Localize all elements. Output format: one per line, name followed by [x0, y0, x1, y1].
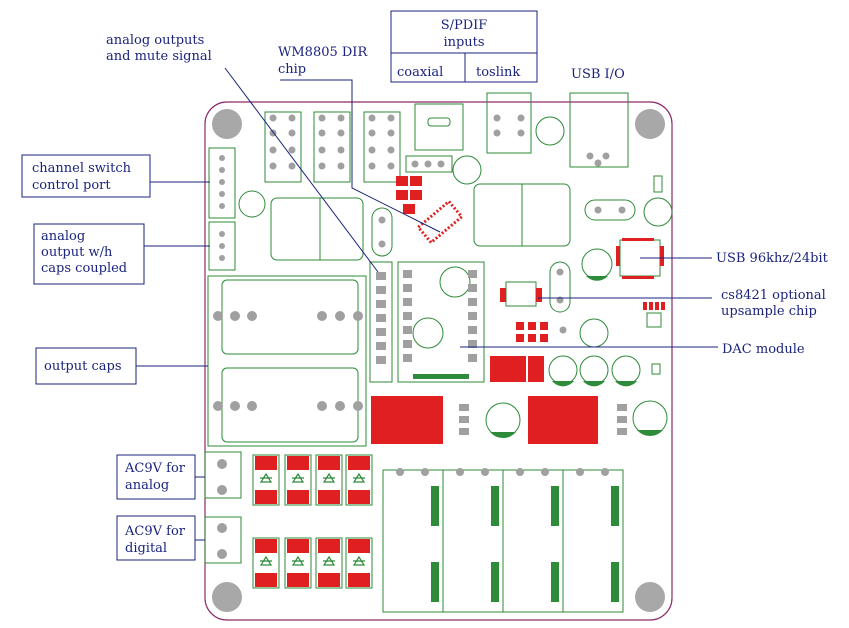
- usb-96khz-label: USB 96khz/24bit: [716, 251, 829, 266]
- analog-outputs-label-line2: and mute signal: [106, 49, 212, 64]
- spdif-toslink-label: toslink: [476, 65, 520, 80]
- spdif-title-line1: S/PDIF: [441, 18, 488, 33]
- ac9v-digital-label-line1: AC9V for: [124, 524, 186, 539]
- analog-output-label-line1: analog: [41, 229, 85, 244]
- cs8421-label-line2: upsample chip: [721, 304, 817, 319]
- dac-module-bar: [413, 374, 469, 379]
- analog-output-label-line3: caps coupled: [41, 261, 127, 276]
- spdif-title-line2: inputs: [443, 35, 484, 50]
- ac9v-analog-label-line1: AC9V for: [124, 461, 186, 476]
- pcb-board-outline: [204, 101, 673, 621]
- analog-outputs-label-line1: analog outputs: [106, 33, 204, 48]
- diode-symbols: [259, 472, 366, 566]
- analog-output-label-line2: output w/h: [41, 245, 113, 260]
- wm8805-chip: [416, 199, 464, 245]
- component-pads: [213, 114, 627, 559]
- leader-lines: [136, 67, 718, 541]
- dac-module-label: DAC module: [722, 342, 805, 357]
- mount-hole-top-left: [212, 109, 242, 139]
- ac9v-digital-label-line2: digital: [125, 541, 167, 556]
- channel-switch-label-line2: control port: [32, 178, 111, 193]
- wm8805-label-line1: WM8805 DIR: [278, 45, 368, 60]
- cap-polarity-bars: [431, 276, 663, 602]
- channel-switch-label-line1: channel switch: [32, 161, 132, 176]
- mount-hole-bottom-left: [212, 582, 242, 612]
- mount-hole-bottom-right: [635, 582, 665, 612]
- cs8421-label-line1: cs8421 optional: [721, 288, 826, 303]
- wm8805-label-line2: chip: [278, 62, 306, 77]
- ac9v-analog-label-line2: analog: [125, 478, 169, 493]
- usb-io-label: USB I/O: [571, 67, 625, 82]
- output-caps-label: output caps: [44, 359, 122, 374]
- dac-module-pins: [376, 270, 477, 364]
- silkscreen-components: [204, 92, 673, 613]
- red-parts: [255, 176, 665, 587]
- spdif-coaxial-label: coaxial: [397, 65, 443, 80]
- mount-hole-top-right: [635, 109, 665, 139]
- label-boxes: [21, 10, 538, 561]
